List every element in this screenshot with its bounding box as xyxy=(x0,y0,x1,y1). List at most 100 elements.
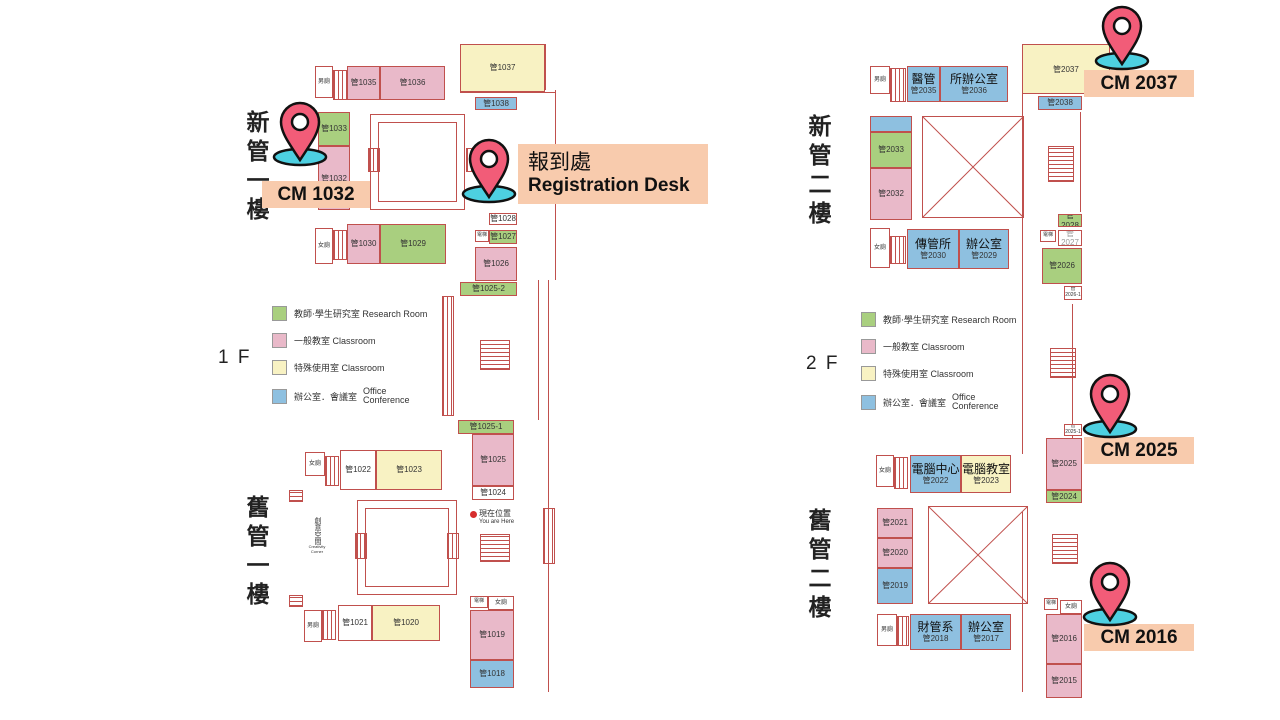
room-2030: 傳管所管2030 xyxy=(907,229,959,269)
room-1030-label: 管1030 xyxy=(350,239,377,249)
room-2026-label: 管2026 xyxy=(1049,261,1075,271)
room-2033-label: 管2033 xyxy=(878,145,904,155)
room-1037-label: 管1037 xyxy=(489,63,516,73)
room-1029-label: 管1029 xyxy=(400,239,426,249)
stairs xyxy=(897,616,909,646)
room-1023: 管1023 xyxy=(376,450,442,490)
room-2028-label: 管2028 xyxy=(1061,214,1079,227)
creativity-corner: 創意空間 Creativity Corner xyxy=(304,506,330,566)
room-1020: 管1020 xyxy=(372,605,440,641)
room-2030-label: 管2030 xyxy=(920,251,946,261)
room-2024: 管2024 xyxy=(1046,490,1082,503)
you-are-here-en: You are Here xyxy=(479,518,515,525)
stairs xyxy=(894,457,908,489)
room-2020-label: 管2020 xyxy=(882,548,908,558)
room-2029-name: 辦公室 xyxy=(965,236,1002,251)
legend-swatch-research xyxy=(272,306,287,321)
stairs xyxy=(333,70,347,100)
room-2030-name: 傳管所 xyxy=(914,236,951,251)
legend-2f-research: 教師‧學生研究室 Research Room xyxy=(861,312,1016,327)
women-toilet-old-2-label: 女廁 xyxy=(494,599,507,606)
room-2025-1-label: 管2025-1 xyxy=(1065,424,1081,435)
room-1036: 管1036 xyxy=(380,66,445,100)
room-2021-label: 管2021 xyxy=(882,518,908,528)
room-1022-label: 管1022 xyxy=(345,465,371,475)
location-pin-icon xyxy=(1094,5,1150,71)
room-2019: 管2019 xyxy=(877,568,913,604)
room-2027-label: 管2027 xyxy=(1061,230,1079,246)
location-pin-icon xyxy=(1082,561,1138,627)
room-2026-1-label: 管2026-1 xyxy=(1065,286,1081,298)
women-toilet-2f: 女廁 xyxy=(870,228,890,268)
room-1033: 管1033 xyxy=(318,112,350,146)
stairs xyxy=(890,68,906,102)
room-2022-label: 管2022 xyxy=(922,476,949,486)
women-toilet-old-2f: 女廁 xyxy=(876,455,894,487)
men-toilet-old-label: 男廁 xyxy=(306,622,319,629)
room-2022-name: 電腦中心 xyxy=(911,461,960,476)
legend-2f-swatch-office xyxy=(861,394,876,410)
wall xyxy=(1080,112,1081,212)
legend-special-label: 特殊使用室 Classroom xyxy=(294,363,385,373)
registration-zh: 報到處 xyxy=(528,151,591,174)
callout-cm2025: CM 2025 xyxy=(1084,437,1194,464)
stairs xyxy=(289,595,303,607)
title-old-building-2f: 舊管二樓 xyxy=(808,507,832,620)
stairs xyxy=(368,148,380,172)
room-1028-label: 管1028 xyxy=(490,214,516,224)
room-2016-label: 管2016 xyxy=(1051,634,1077,644)
women-toilet-old: 女廁 xyxy=(305,452,325,476)
wall xyxy=(1022,94,1023,304)
room-1025-1-label: 管1025-1 xyxy=(469,422,503,432)
men-toilet-old-2f-label: 男廁 xyxy=(880,626,893,633)
women-toilet-old-2f-label: 女廁 xyxy=(878,467,891,474)
room-1019: 管1019 xyxy=(470,610,514,660)
old-courtyard-inner xyxy=(365,508,449,587)
legend-2f-office-en2: Conference xyxy=(952,401,999,412)
legend-2f-research-label: 教師‧學生研究室 Research Room xyxy=(883,315,1017,325)
you-are-here-dot xyxy=(470,511,477,518)
legend-office-en1: Office xyxy=(363,386,387,396)
room-1038-label: 管1038 xyxy=(483,98,509,108)
legend-2f-classroom: 一般教室 Classroom xyxy=(861,339,965,354)
wall xyxy=(460,92,555,93)
room-1028: 管1028 xyxy=(489,213,517,225)
legend-research: 教師‧學生研究室 Research Room xyxy=(272,306,427,321)
room-1025-2: 管1025-2 xyxy=(460,282,517,296)
room-1023-label: 管1023 xyxy=(396,465,422,475)
title-old-building-1f: 舊管一樓 xyxy=(246,494,270,607)
room-1019-label: 管1019 xyxy=(479,630,505,640)
stairs xyxy=(333,230,347,260)
floor-label-2f: 2 F xyxy=(806,353,840,374)
room-2018: 財管系管2018 xyxy=(910,614,961,650)
stairs xyxy=(355,533,367,559)
elevator-label: 電梯 xyxy=(476,232,487,239)
courtyard-2f xyxy=(922,116,1024,218)
women-toilet-old-2f-2: 女廁 xyxy=(1060,600,1082,614)
title-new-building-1f: 新管一樓 xyxy=(246,109,270,222)
men-toilet-old-2f: 男廁 xyxy=(877,614,897,646)
wall xyxy=(538,280,539,420)
women-toilet-old-2f-2-label: 女廁 xyxy=(1064,603,1077,610)
callout-cm2016: CM 2016 xyxy=(1084,624,1194,651)
men-toilet-2f-label: 男廁 xyxy=(873,76,886,83)
room-2025-1: 管2025-1 xyxy=(1064,424,1082,436)
women-toilet-label: 女廁 xyxy=(317,242,330,249)
room-2036-name: 所辦公室 xyxy=(949,71,998,86)
room-2023-label: 管2023 xyxy=(973,476,999,486)
room-2023: 電腦教室管2023 xyxy=(961,455,1011,493)
room-1035: 管1035 xyxy=(347,66,380,100)
corridor-stairs xyxy=(442,296,454,416)
elevator-2f-label: 電梯 xyxy=(1042,232,1053,239)
creativity-label: 創意空間 xyxy=(314,517,322,546)
stairs xyxy=(480,340,510,370)
legend-2f-swatch-classroom xyxy=(861,339,876,354)
women-toilet-old-2: 女廁 xyxy=(488,596,514,610)
legend-classroom-label: 一般教室 Classroom xyxy=(294,336,376,346)
title-new-building-2f: 新管二樓 xyxy=(808,113,832,226)
legend-research-label: 教師‧學生研究室 Research Room xyxy=(294,309,428,319)
stairs xyxy=(480,534,510,562)
you-are-here: 現在位置 You are Here xyxy=(479,509,514,526)
elevator-old: 電梯 xyxy=(470,596,488,608)
men-toilet-old: 男廁 xyxy=(304,610,322,642)
